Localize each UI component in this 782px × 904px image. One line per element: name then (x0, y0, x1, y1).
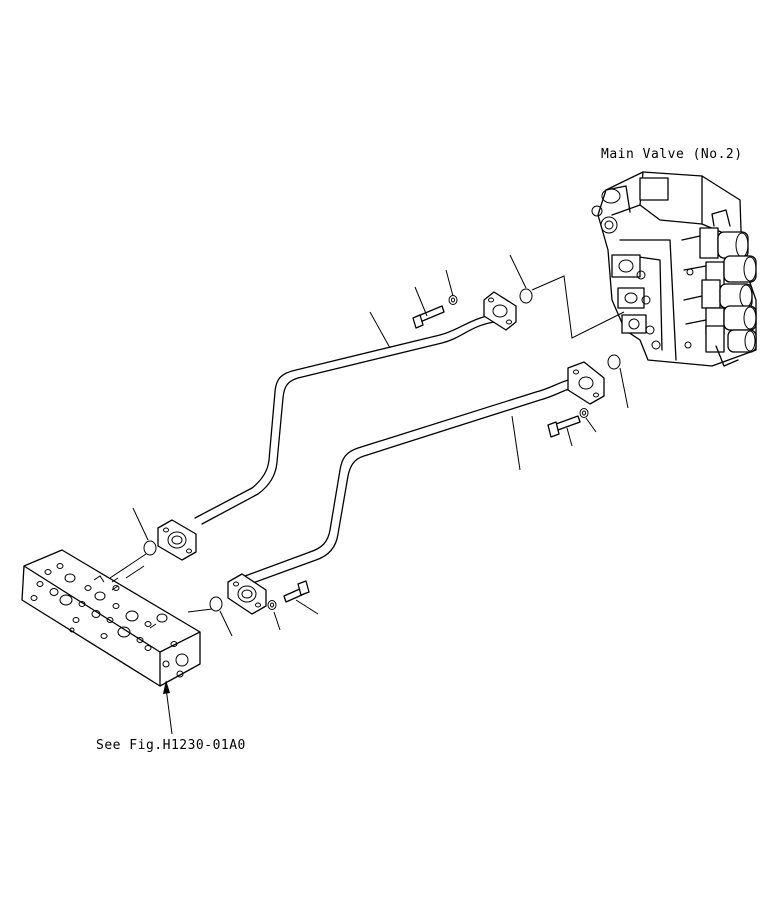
upper-oring-valve (509, 254, 625, 339)
main-valve-label: Main Valve (No.2) (601, 147, 743, 162)
upper-bolt-and-washer (412, 269, 458, 329)
see-fig-reference[interactable]: See Fig.H1230-01A0 (96, 738, 246, 753)
see-fig-arrow (163, 680, 173, 735)
block-orings (109, 507, 233, 637)
valve-bolt-and-washer (547, 408, 597, 447)
lower-oring-valve (607, 354, 629, 409)
main-valve-assembly (591, 171, 757, 367)
upper-pipe (157, 291, 517, 561)
lower-pipe (227, 361, 605, 615)
junction-block (21, 549, 201, 687)
block-bolt-and-washer (267, 580, 319, 631)
